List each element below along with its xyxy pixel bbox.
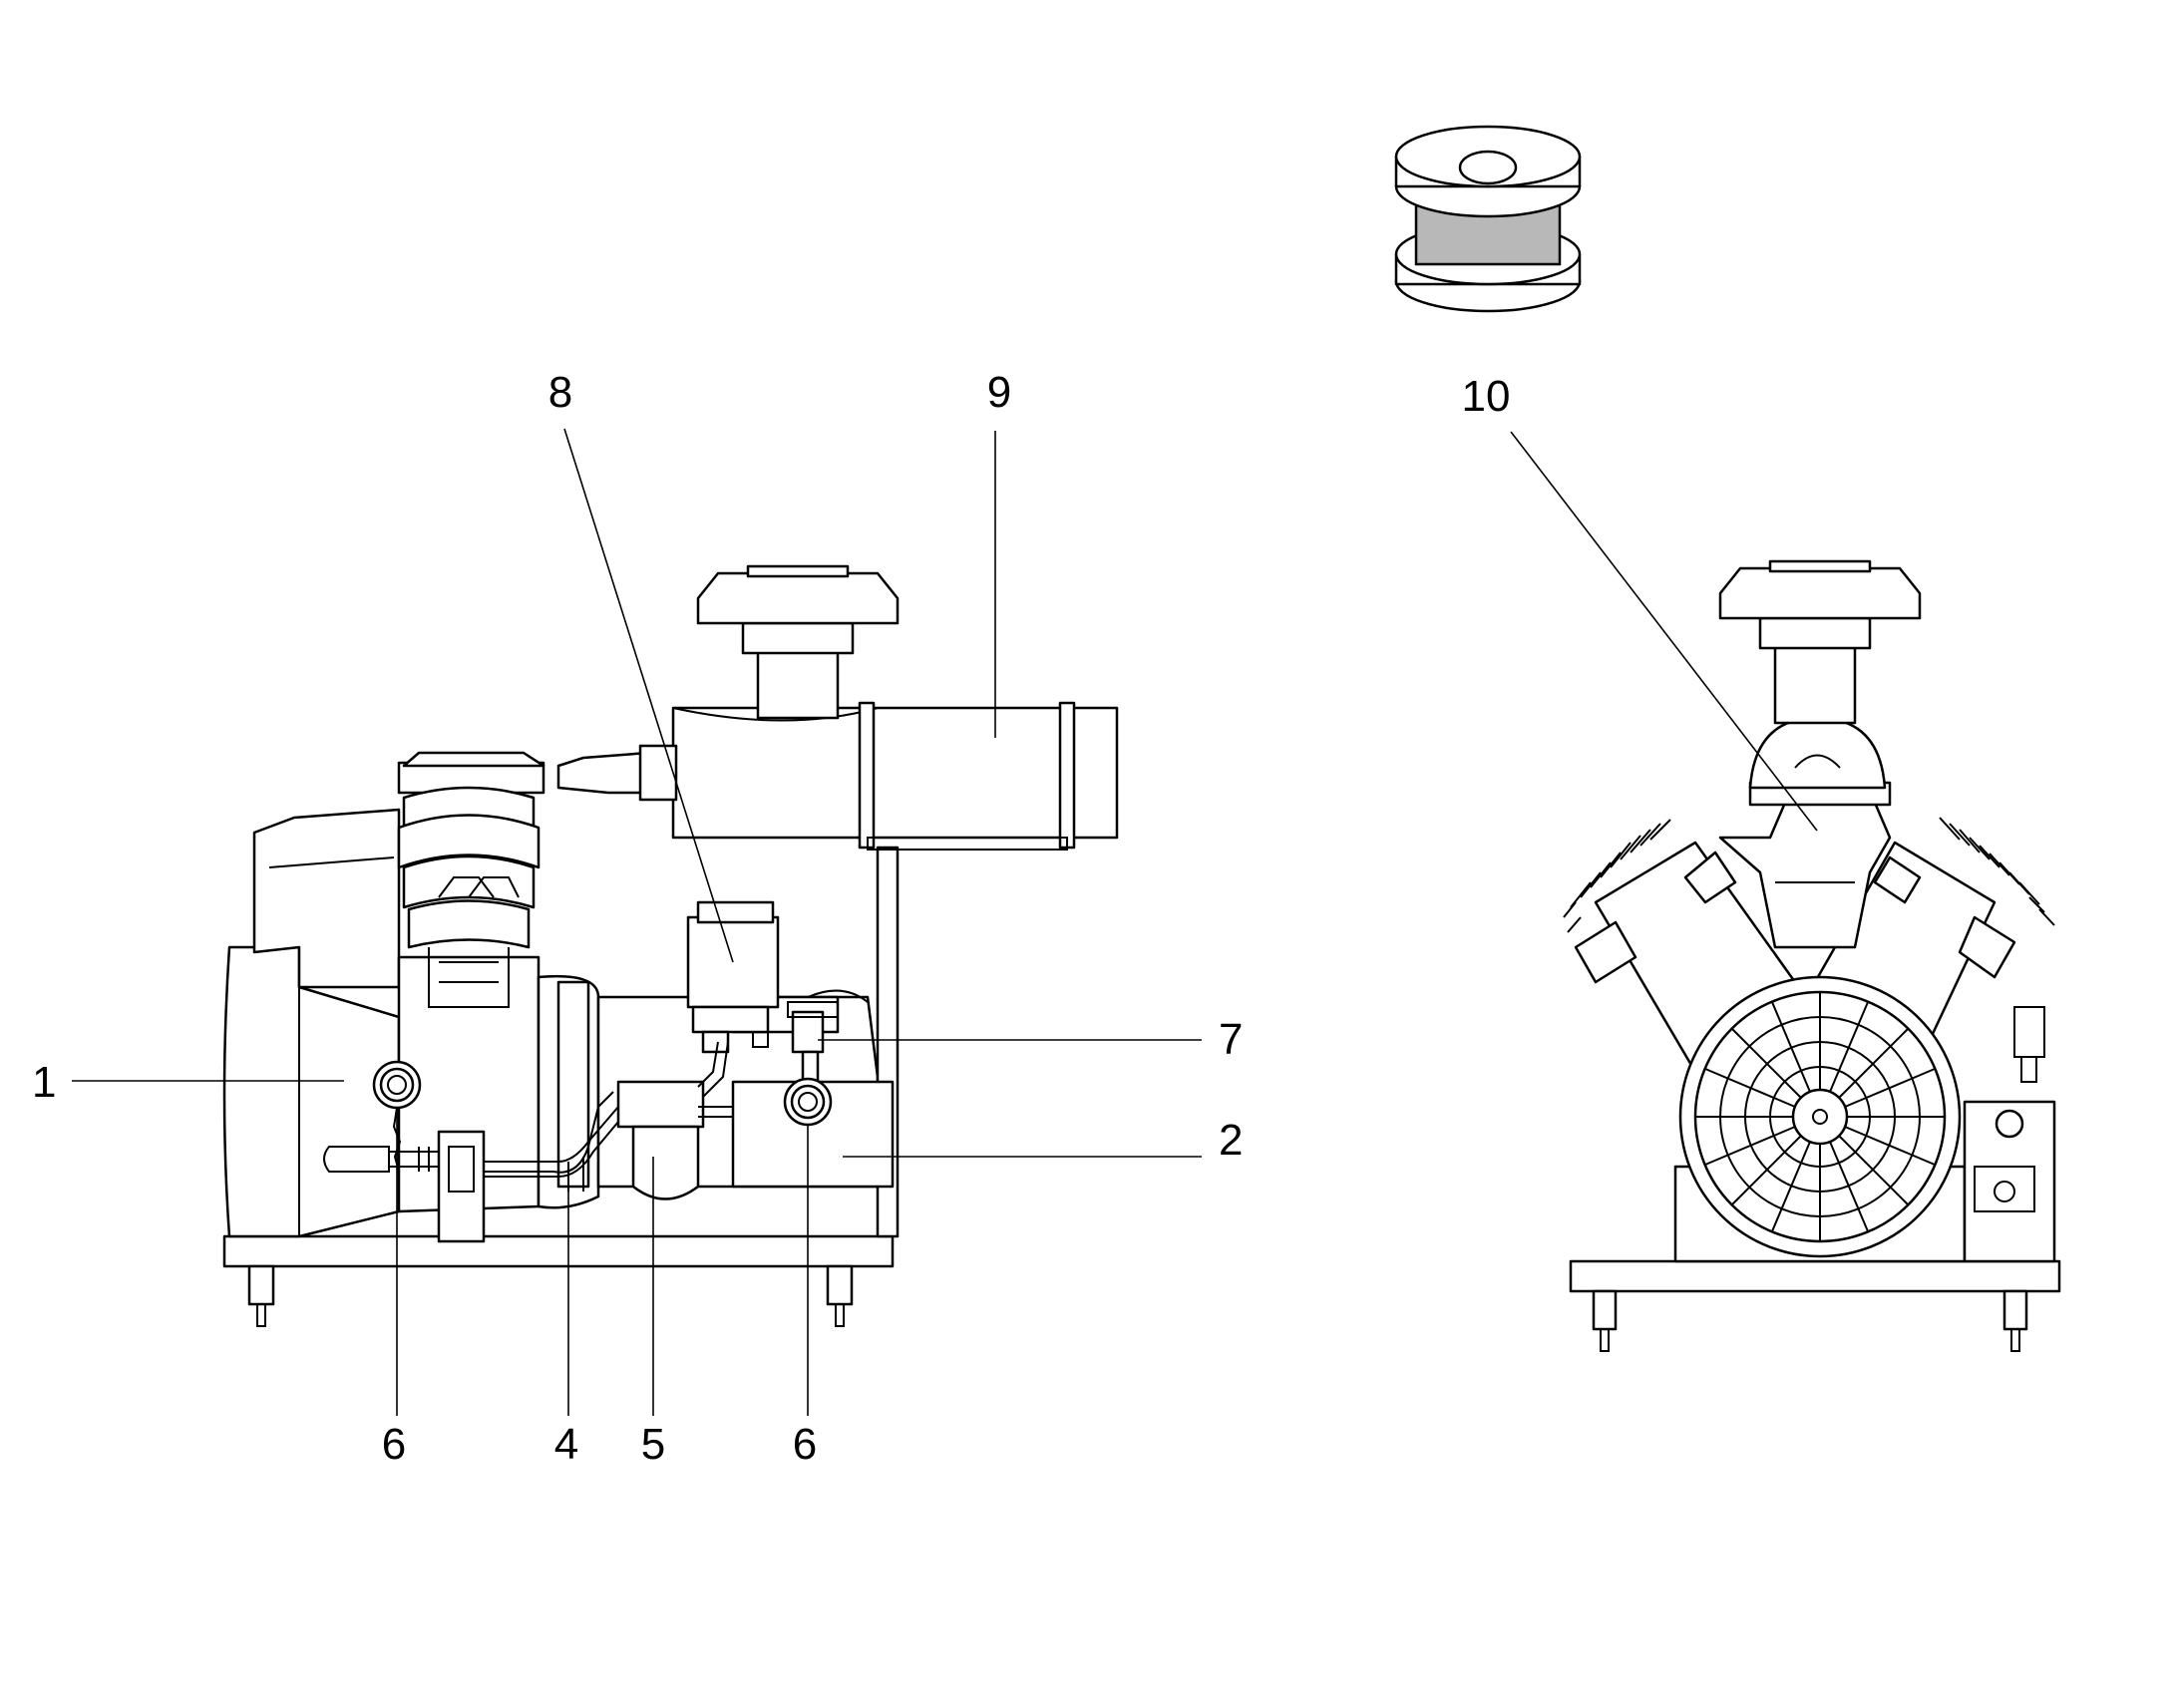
base-plate-side — [222, 1234, 895, 1268]
side-bracket-front — [1963, 1100, 2056, 1263]
upper-housing — [252, 808, 401, 989]
fan-grille — [1678, 975, 1962, 1258]
cylinder-fins — [397, 761, 545, 1008]
central-manifold — [1718, 801, 1892, 949]
callout-10: 10 — [1462, 372, 1511, 421]
condensate-separator — [616, 1080, 705, 1200]
compressor-side-view — [222, 564, 1119, 1327]
callout-5: 5 — [641, 1420, 665, 1469]
filter-cartridge — [1394, 125, 1582, 313]
callout-7: 7 — [1219, 1015, 1243, 1064]
filter-cap-side — [696, 571, 900, 625]
callout-8: 8 — [548, 368, 572, 417]
callout-6-right: 6 — [793, 1420, 817, 1469]
pressure-gauge-left — [372, 1060, 422, 1173]
leader-10 — [1510, 431, 1818, 832]
pressure-gauge-right — [783, 1077, 833, 1127]
base-feet-front — [1592, 1289, 2028, 1352]
base-feet-side — [247, 1264, 854, 1327]
leader-lines — [72, 428, 1818, 1416]
fan-shroud — [222, 945, 401, 1238]
callout-9: 9 — [987, 368, 1011, 417]
intake-filter-housing — [556, 564, 1119, 851]
front-riser — [1773, 636, 1857, 725]
check-valve — [787, 1001, 839, 1084]
callout-4: 4 — [554, 1420, 578, 1469]
pressure-switch — [686, 900, 780, 1054]
filter-cap-front — [1718, 566, 1922, 620]
callout-6-left: 6 — [382, 1420, 406, 1469]
compressor-front-view — [1563, 559, 2061, 1352]
leader-8 — [563, 428, 734, 963]
callout-numbers: 1 2 4 5 6 6 7 8 9 10 — [32, 368, 1510, 1469]
callout-2: 2 — [1219, 1116, 1243, 1165]
base-plate-front — [1569, 1259, 2061, 1293]
manifold-dome — [1748, 716, 1887, 790]
callout-1: 1 — [32, 1058, 56, 1107]
cylinder-cap — [402, 751, 545, 768]
